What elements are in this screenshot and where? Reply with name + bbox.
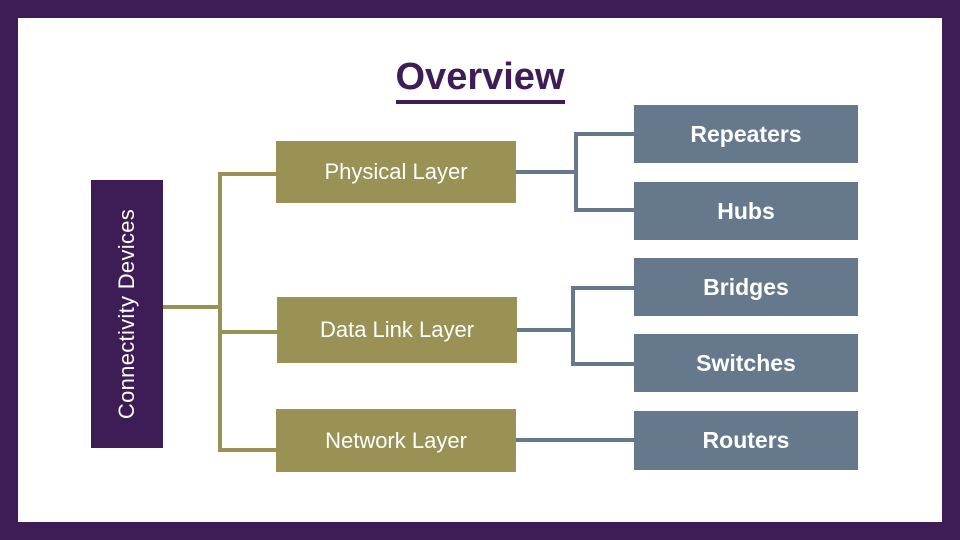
layer-box-data-link-layer[interactable]: Data Link Layer: [277, 297, 517, 363]
connector-trunk-to-data-link-layer: [218, 330, 278, 334]
device-box-label: Hubs: [717, 197, 775, 224]
connector-to-bridges: [571, 286, 634, 290]
layer-box-label: Network Layer: [325, 427, 467, 453]
device-box-label: Repeaters: [690, 120, 802, 147]
device-box-switches[interactable]: Switches: [634, 334, 858, 392]
connector-layer-trunk: [218, 172, 222, 452]
device-box-routers[interactable]: Routers: [634, 411, 858, 470]
root-node-connectivity-devices[interactable]: Connectivity Devices: [91, 180, 163, 448]
device-box-label: Bridges: [703, 273, 789, 300]
device-box-repeaters[interactable]: Repeaters: [634, 105, 858, 163]
connector-physical-layer-stub: [516, 170, 576, 174]
layer-box-label: Data Link Layer: [319, 317, 475, 342]
device-box-hubs[interactable]: Hubs: [634, 182, 858, 240]
connector-to-hubs: [574, 208, 634, 212]
device-box-bridges[interactable]: Bridges: [634, 258, 858, 316]
connector-data-link-layer-branch-trunk: [571, 286, 575, 366]
connector-to-routers: [516, 438, 634, 442]
connector-root-to-trunk: [163, 305, 220, 309]
page-title-text: Overview: [395, 56, 565, 104]
connector-data-link-layer-stub: [517, 328, 574, 332]
slide-canvas: Overview Connectivity Devices Physical L…: [18, 18, 942, 522]
connector-trunk-to-physical-layer: [218, 172, 278, 176]
layer-box-network-layer[interactable]: Network Layer: [276, 409, 516, 472]
root-node-label: Connectivity Devices: [114, 208, 139, 420]
connector-trunk-to-network-layer: [218, 448, 278, 452]
page-title: Overview: [18, 56, 942, 104]
layer-box-physical-layer[interactable]: Physical Layer: [276, 141, 516, 203]
connector-physical-layer-branch-trunk: [574, 132, 578, 212]
layer-box-label: Physical Layer: [324, 159, 468, 184]
connector-to-repeaters: [574, 132, 634, 136]
device-box-label: Routers: [702, 427, 790, 453]
device-box-label: Switches: [696, 349, 796, 376]
connector-to-switches: [571, 362, 634, 366]
